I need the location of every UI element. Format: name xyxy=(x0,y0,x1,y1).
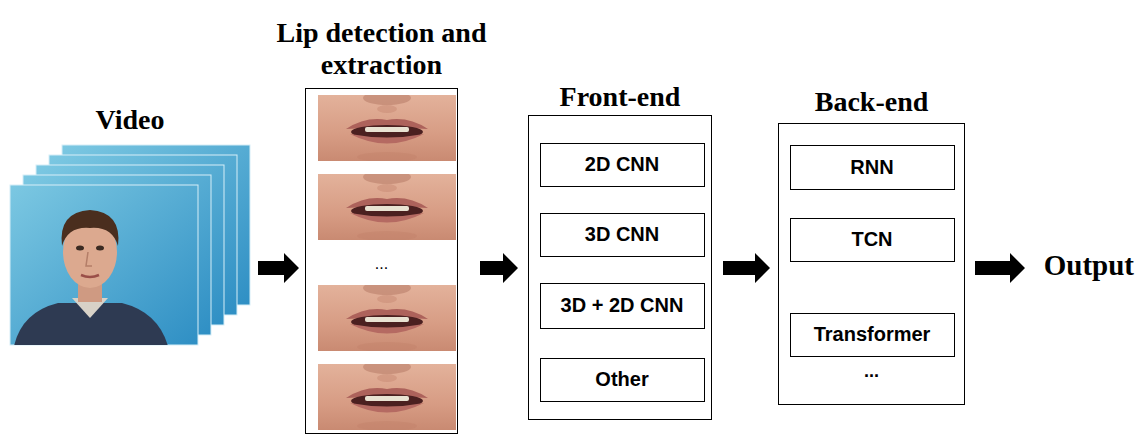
box-label: 3D CNN xyxy=(585,223,659,246)
title-holder: Lip detection and extraction xyxy=(251,17,513,81)
lip-panel: Lip detection and extraction... xyxy=(305,88,458,434)
panel-title: Back-end xyxy=(815,86,929,117)
ellipsis-text: ... xyxy=(864,361,879,381)
ellipsis-holder: ... xyxy=(306,256,457,272)
speaker-figure xyxy=(14,210,168,345)
box-label: Transformer xyxy=(814,323,931,346)
panel-title: Video xyxy=(96,104,165,135)
box-label: Other xyxy=(595,368,648,391)
front-end-panel: Front-end2D CNN3D CNN3D + 2D CNNOther xyxy=(528,115,712,420)
box-label: 2D CNN xyxy=(585,153,659,176)
ellipsis-text: ... xyxy=(375,255,388,272)
process-box: RNN xyxy=(790,145,955,190)
process-box: TCN xyxy=(790,218,955,262)
panel-title: Lip detection and extraction xyxy=(276,17,486,80)
process-box: Transformer xyxy=(790,313,955,357)
process-box: 2D CNN xyxy=(540,143,705,187)
ellipsis-holder: ... xyxy=(779,362,964,380)
video-frames xyxy=(10,145,250,346)
output-arrow xyxy=(975,253,1025,283)
process-box: Other xyxy=(540,358,705,402)
lip-frames xyxy=(318,91,456,431)
back-end-panel: Back-end...RNNTCNTransformer xyxy=(778,123,965,405)
flow-arrow xyxy=(258,253,299,283)
process-box: 3D CNN xyxy=(540,213,705,257)
title-holder: Front-end xyxy=(560,81,681,113)
video-frame: Video xyxy=(10,142,250,345)
flow-arrow xyxy=(723,253,770,283)
flow-arrow xyxy=(480,253,518,283)
title-holder: Video xyxy=(96,104,165,136)
output-label: Output xyxy=(1044,250,1134,282)
box-label: TCN xyxy=(851,228,892,251)
panel-title: Front-end xyxy=(560,81,681,112)
output-text: Output xyxy=(1044,249,1134,281)
process-box: 3D + 2D CNN xyxy=(540,283,705,329)
title-holder: Back-end xyxy=(815,86,929,118)
box-label: RNN xyxy=(850,156,893,179)
box-label: 3D + 2D CNN xyxy=(561,294,684,317)
